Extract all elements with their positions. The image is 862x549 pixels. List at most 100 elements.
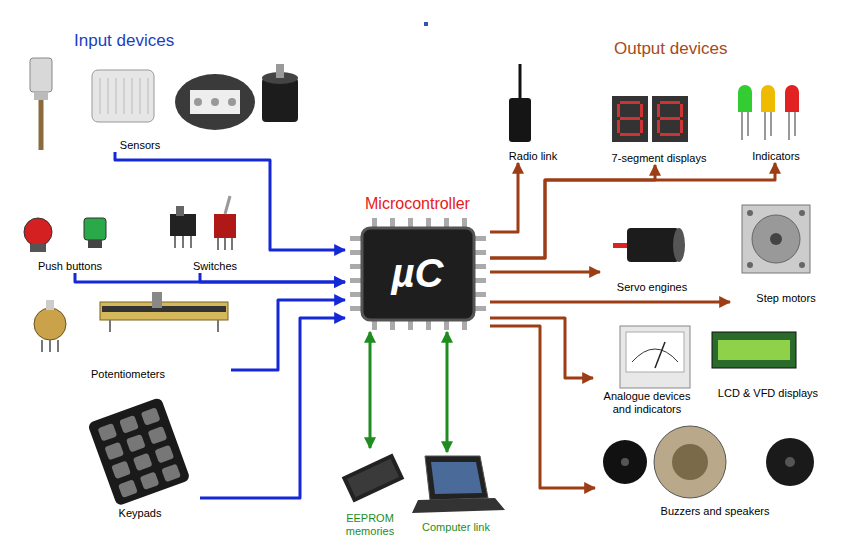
transmitter-sensor bbox=[175, 74, 255, 130]
led-icon bbox=[764, 112, 766, 140]
seven-segment-icon bbox=[652, 96, 688, 142]
step-motor-icon bbox=[799, 210, 805, 216]
box-sensor bbox=[124, 78, 125, 114]
chip-pins bbox=[474, 306, 486, 311]
keypad-icon bbox=[104, 442, 124, 461]
encoder-sensor bbox=[262, 64, 298, 122]
device-node: Potentiometers bbox=[25, 286, 231, 381]
keypad-icon bbox=[140, 471, 160, 490]
push-button-icon bbox=[88, 240, 102, 248]
probe-sensor bbox=[39, 100, 44, 150]
signal-arrow bbox=[490, 271, 600, 274]
switch-icon bbox=[170, 196, 236, 250]
eeprom-icon bbox=[342, 453, 405, 502]
lcd-icon bbox=[712, 332, 796, 368]
seven-segment-icon bbox=[617, 120, 620, 133]
chip-pins bbox=[350, 292, 362, 297]
box-sensor bbox=[140, 78, 141, 114]
potentiometer-icon bbox=[100, 302, 228, 320]
device-label: Potentiometers bbox=[91, 368, 165, 381]
keypad-icon bbox=[133, 453, 153, 472]
seven-segment-icon bbox=[660, 117, 680, 120]
potentiometer-icon bbox=[49, 340, 51, 352]
keypad-icon bbox=[141, 407, 161, 426]
seven-segment-icon bbox=[617, 101, 683, 136]
servo-icon bbox=[613, 243, 627, 248]
device-node: Indicators bbox=[726, 78, 826, 163]
chip-pins bbox=[350, 306, 362, 311]
encoder-sensor bbox=[276, 64, 284, 78]
signal-arrow bbox=[490, 301, 730, 304]
switch-icon bbox=[182, 236, 184, 248]
seven-segment-icon bbox=[680, 104, 683, 117]
device-label: Indicators bbox=[752, 150, 800, 163]
device-node: Servo engines bbox=[600, 212, 704, 294]
laptop-icon bbox=[425, 456, 488, 500]
keypad-icon bbox=[87, 397, 190, 506]
device-label: Computer link bbox=[422, 521, 490, 534]
step-motor-icon bbox=[747, 210, 753, 216]
switch-icon bbox=[225, 196, 230, 214]
section-heading: Input devices bbox=[74, 31, 174, 51]
device-label: Switches bbox=[193, 260, 237, 273]
chip-label: µC bbox=[392, 213, 444, 332]
stray-dot bbox=[424, 22, 428, 26]
signal-arrow bbox=[446, 332, 449, 452]
device-label: Radio link bbox=[509, 150, 557, 163]
led-icon bbox=[738, 85, 799, 140]
device-label: Analogue devices and indicators bbox=[597, 390, 697, 416]
chip-pins bbox=[474, 292, 486, 297]
device-label: Sensors bbox=[120, 139, 160, 152]
device-label: Buzzers and speakers bbox=[661, 505, 770, 518]
signal-arrow bbox=[200, 273, 345, 282]
buzzer-speaker-icon bbox=[654, 426, 726, 498]
chip-pins bbox=[350, 236, 362, 241]
led-icon bbox=[770, 112, 772, 136]
box-sensor bbox=[92, 70, 154, 122]
device-label: Servo engines bbox=[617, 281, 687, 294]
box-sensor bbox=[148, 78, 149, 114]
radio-icon bbox=[509, 98, 531, 142]
servo-icon bbox=[613, 228, 685, 262]
switch-icon bbox=[224, 238, 226, 250]
keypad-icon bbox=[161, 464, 181, 483]
led-icon bbox=[785, 92, 799, 112]
device-node: EEPROM memories bbox=[320, 448, 420, 538]
encoder-sensor bbox=[262, 78, 298, 122]
seven-segment-icon bbox=[680, 120, 683, 133]
laptop-icon bbox=[412, 498, 505, 513]
seven-segment-icon bbox=[660, 101, 680, 104]
laptop-icon bbox=[412, 456, 505, 513]
seven-segment-icon bbox=[657, 104, 660, 117]
device-node: Radio link bbox=[495, 58, 571, 163]
switch-icon bbox=[231, 238, 233, 250]
device-node: LCD & VFD displays bbox=[706, 325, 830, 400]
led-icon bbox=[761, 92, 775, 112]
device-node: Buzzers and speakers bbox=[595, 420, 835, 518]
seven-segment-icon bbox=[620, 101, 640, 104]
led-icon bbox=[738, 92, 752, 112]
keypad-icon bbox=[111, 461, 131, 480]
seven-segment-icon bbox=[640, 104, 643, 117]
servo-icon bbox=[627, 228, 679, 262]
device-label: EEPROM memories bbox=[339, 512, 401, 538]
signal-arrow bbox=[75, 273, 345, 282]
seven-segment-icon bbox=[612, 96, 688, 142]
led-icon bbox=[741, 112, 743, 140]
chip-pins bbox=[474, 250, 486, 255]
device-node: Sensors bbox=[10, 55, 270, 152]
analogue-meter-icon bbox=[626, 332, 684, 372]
push-button-icon bbox=[84, 218, 106, 240]
analogue-meter-icon bbox=[620, 326, 690, 388]
device-label: Step motors bbox=[756, 292, 815, 305]
lcd-icon bbox=[718, 340, 790, 360]
transmitter-sensor bbox=[194, 98, 202, 106]
chip-pins bbox=[350, 250, 362, 255]
eeprom-icon bbox=[342, 453, 405, 502]
seven-segment-icon bbox=[620, 117, 640, 120]
device-label: LCD & VFD displays bbox=[718, 387, 818, 400]
switch-icon bbox=[214, 214, 236, 238]
potentiometer-icon bbox=[34, 308, 66, 340]
signal-arrow bbox=[200, 318, 345, 498]
